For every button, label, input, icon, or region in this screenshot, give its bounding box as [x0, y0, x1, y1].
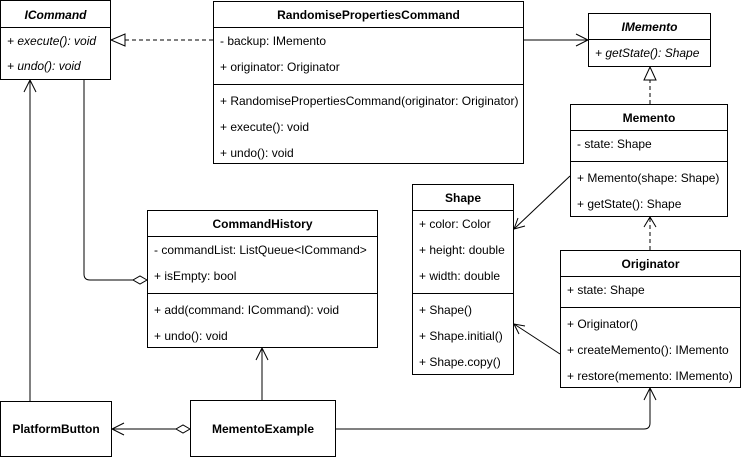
divider	[571, 130, 727, 131]
open-arrowhead	[643, 386, 657, 401]
imemento-method-getstate: + getState(): Shape	[595, 46, 700, 60]
commandhistory-aggregates-icommand-line	[83, 65, 133, 281]
originator-attr-state: + state: Shape	[567, 283, 645, 297]
open-arrowhead	[643, 216, 657, 228]
divider	[214, 84, 523, 85]
randomise-name: RandomisePropertiesCommand	[277, 8, 460, 22]
shape-method-constructor: + Shape()	[419, 303, 473, 317]
open-arrowhead	[513, 323, 526, 335]
commandhistory-name: CommandHistory	[212, 217, 313, 231]
originator-name: Originator	[621, 257, 680, 271]
imemento-name: IMemento	[621, 20, 678, 34]
open-arrowhead	[255, 346, 269, 361]
commandhistory-class: CommandHistory - commandList: ListQueue<…	[147, 210, 378, 348]
divider	[1, 27, 110, 28]
originator-method-creatememento: + createMemento(): IMemento	[567, 343, 729, 357]
originator-class: Originator + state: Shape + Originator()…	[560, 250, 741, 388]
platformbutton-class: PlatformButton	[0, 401, 112, 457]
mementoexample-class: MementoExample	[190, 400, 336, 457]
aggregation-diamond	[174, 424, 192, 434]
originator-to-shape-line	[513, 323, 561, 355]
shape-attr-height: + height: double	[419, 243, 505, 257]
shape-attr-width: + width: double	[419, 269, 501, 283]
icommand-name: ICommand	[24, 8, 87, 22]
randomise-method-undo: + undo(): void	[220, 146, 294, 160]
mementoexample-name: MementoExample	[211, 421, 315, 436]
icommand-method-execute: + execute(): void	[7, 34, 97, 48]
divider	[571, 161, 727, 162]
shape-class: Shape + color: Color + height: double + …	[412, 184, 514, 375]
realization-arrowhead	[643, 65, 657, 81]
platformbutton-name: PlatformButton	[12, 422, 100, 436]
randomise-class: RandomisePropertiesCommand - backup: IMe…	[213, 1, 524, 164]
originator-method-constructor: + Originator()	[567, 317, 639, 331]
shape-name: Shape	[444, 191, 481, 205]
memento-method-getstate: + getState(): Shape	[577, 197, 682, 211]
divider	[214, 27, 523, 28]
commandhistory-attr-isempty: + isEmpty: bool	[154, 269, 237, 283]
commandhistory-method-undo: + undo(): void	[154, 329, 228, 343]
open-arrowhead	[23, 78, 37, 93]
aggregation-diamond	[131, 275, 149, 285]
imemento-class: IMemento + getState(): Shape	[588, 13, 711, 67]
randomise-attr-backup: - backup: IMemento	[220, 34, 327, 48]
shape-method-initial: + Shape.initial()	[419, 329, 503, 343]
memento-attr-state: - state: Shape	[577, 137, 652, 151]
shape-method-copy: + Shape.copy()	[419, 355, 501, 369]
originator-method-restore: + restore(memento: IMemento)	[567, 369, 733, 383]
divider	[561, 307, 740, 308]
commandhistory-attr-commandlist: - commandList: ListQueue<ICommand>	[154, 243, 367, 257]
memento-name: Memento	[622, 111, 676, 125]
divider	[148, 293, 377, 294]
divider	[413, 210, 513, 211]
realization-arrowhead	[109, 33, 126, 47]
shape-attr-color: + color: Color	[419, 217, 491, 231]
icommand-method-undo: + undo(): void	[7, 59, 81, 73]
divider	[413, 293, 513, 294]
divider	[148, 236, 377, 237]
memento-to-shape-line	[513, 175, 571, 230]
randomise-method-constructor: + RandomisePropertiesCommand(originator:…	[220, 94, 519, 108]
randomise-method-execute: + execute(): void	[220, 120, 310, 134]
open-arrowhead	[513, 217, 526, 230]
divider	[589, 39, 710, 40]
randomise-attr-originator: + originator: Originator	[220, 60, 340, 74]
mementoexample-to-originator-line	[336, 388, 651, 430]
divider	[561, 276, 740, 277]
commandhistory-method-add: + add(command: ICommand): void	[154, 303, 340, 317]
memento-method-constructor: + Memento(shape: Shape)	[577, 171, 720, 185]
open-arrowhead	[110, 422, 125, 436]
icommand-class: ICommand + execute(): void + undo(): voi…	[0, 0, 111, 80]
memento-class: Memento - state: Shape + Memento(shape: …	[570, 104, 728, 217]
